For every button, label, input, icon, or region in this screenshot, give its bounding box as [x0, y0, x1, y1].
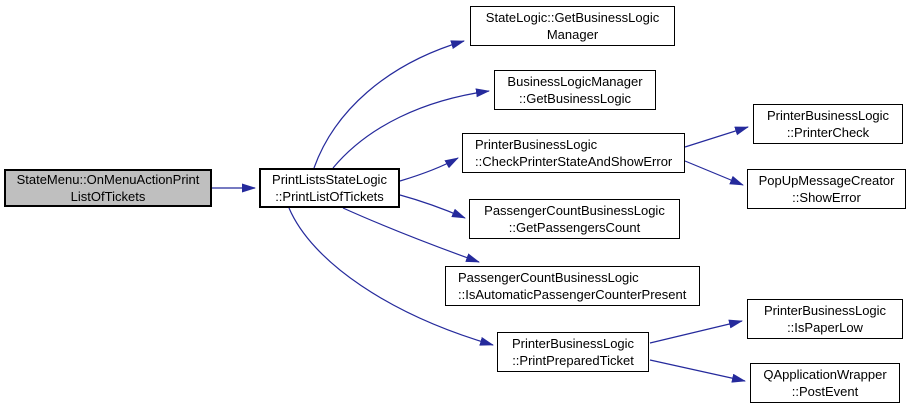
node-printerbusinesslogic-ispaperlow[interactable]: PrinterBusinessLogic ::IsPaperLow — [747, 299, 903, 339]
edge-to-getbusinesslogicmanager — [313, 40, 465, 169]
node-printerbusinesslogic-printercheck[interactable]: PrinterBusinessLogic ::PrinterCheck — [753, 104, 903, 144]
node-label-line: PrinterBusinessLogic — [475, 137, 598, 152]
node-label-line: ::PrintPreparedTicket — [512, 353, 634, 368]
node-statemenu-onmenuactionprintlistoftickets: StateMenu::OnMenuActionPrint ListOfTicke… — [4, 169, 212, 207]
node-passengercountbusinesslogic-getpassengerscount[interactable]: PassengerCountBusinessLogic ::GetPasseng… — [469, 199, 680, 239]
edge-to-isautomaticpassengercounterpresent — [342, 207, 480, 263]
node-label-line: ::PostEvent — [791, 384, 859, 399]
edge-to-checkprinterstateandshowerror — [399, 157, 459, 182]
node-label-line: QApplicationWrapper — [763, 367, 887, 382]
edge-to-postevent — [649, 359, 746, 383]
node-label-line: ::PrintListOfTickets — [275, 189, 384, 204]
edge-to-printpreparedticket — [288, 207, 494, 346]
node-printerbusinesslogic-printpreparedticket[interactable]: PrinterBusinessLogic ::PrintPreparedTick… — [497, 332, 649, 372]
node-label-line: ::CheckPrinterStateAndShowError — [475, 154, 673, 169]
edge-to-showerror — [684, 160, 744, 186]
edge-to-getbusinesslogic — [332, 88, 490, 169]
node-popupmessagecreator-showerror[interactable]: PopUpMessageCreator ::ShowError — [747, 169, 906, 209]
node-statelogic-getbusinesslogicmanager[interactable]: StateLogic::GetBusinessLogic Manager — [470, 6, 675, 46]
node-label-line: StateLogic::GetBusinessLogic — [485, 10, 660, 25]
node-label-line: ::GetBusinessLogic — [518, 91, 631, 106]
node-label-line: ::IsPaperLow — [787, 320, 863, 335]
node-label-line: BusinessLogicManager — [507, 74, 643, 89]
node-label-line: ::PrinterCheck — [786, 125, 870, 140]
edge-to-getpassengerscount — [399, 194, 466, 219]
node-label-line: PrintListsStateLogic — [272, 172, 387, 187]
node-label-line: ::ShowError — [792, 190, 861, 205]
node-label-line: Manager — [546, 27, 599, 42]
node-passengercountbusinesslogic-isautomaticpassengercounterpresent[interactable]: PassengerCountBusinessLogic ::IsAutomati… — [445, 266, 700, 306]
edge-to-printercheck — [684, 126, 749, 148]
node-label-line: PopUpMessageCreator — [758, 173, 895, 188]
node-label-line: PassengerCountBusinessLogic — [458, 270, 639, 285]
node-printlistsstatelogic-printlistoftickets[interactable]: PrintListsStateLogic ::PrintListOfTicket… — [259, 168, 400, 208]
node-printerbusinesslogic-checkprinterstateandshowerror[interactable]: PrinterBusinessLogic ::CheckPrinterState… — [462, 133, 685, 173]
edge-to-ispaperlow — [649, 319, 743, 344]
node-label-line: PrinterBusinessLogic — [511, 336, 635, 351]
node-qapplicationwrapper-postevent[interactable]: QApplicationWrapper ::PostEvent — [750, 363, 900, 403]
node-label-line: StateMenu::OnMenuActionPrint — [16, 172, 200, 187]
node-businesslogicmanager-getbusinesslogic[interactable]: BusinessLogicManager ::GetBusinessLogic — [494, 70, 656, 110]
node-label-line: ::IsAutomaticPassengerCounterPresent — [458, 287, 687, 302]
node-label-line: ::GetPassengersCount — [508, 220, 641, 235]
node-label-line: PassengerCountBusinessLogic — [484, 203, 665, 218]
node-label-line: ListOfTickets — [70, 189, 146, 204]
node-label-line: PrinterBusinessLogic — [766, 108, 890, 123]
node-label-line: PrinterBusinessLogic — [763, 303, 887, 318]
